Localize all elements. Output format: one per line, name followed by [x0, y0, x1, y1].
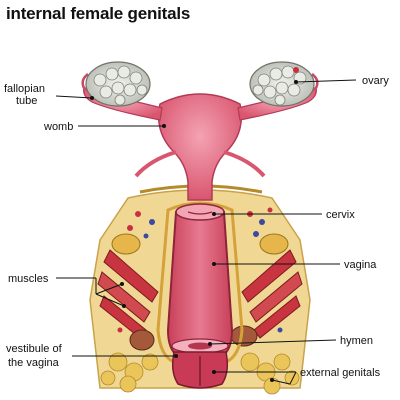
left-muscles: [97, 233, 159, 351]
leader-dots: [90, 80, 298, 382]
vessel-dots: [117, 207, 283, 333]
left-ovary: [85, 61, 151, 107]
label-hymen: hymen: [340, 335, 373, 347]
label-ovary: ovary: [362, 75, 389, 87]
vagina-wall-outer: [156, 201, 244, 364]
label-vestibule-2: the vagina: [8, 357, 60, 369]
hymen-shape: [171, 338, 229, 354]
leader-lines: [55, 79, 357, 385]
label-fallopian-tube-1: fallopian: [4, 83, 45, 95]
label-vagina: vagina: [344, 259, 377, 271]
label-external-genitals: external genitals: [300, 367, 381, 379]
page-title: internal female genitals: [6, 4, 191, 23]
cervix-shape: [175, 203, 225, 221]
label-fallopian-tube-2: tube: [16, 95, 37, 107]
label-cervix: cervix: [326, 209, 355, 221]
label-muscles: muscles: [8, 273, 49, 285]
right-ovary: [249, 61, 315, 107]
label-womb: womb: [43, 121, 73, 133]
label-vestibule-1: vestibule of: [6, 343, 63, 355]
vagina-shape: [166, 205, 234, 357]
right-muscles: [230, 233, 303, 347]
uterus-shape: [157, 93, 243, 201]
